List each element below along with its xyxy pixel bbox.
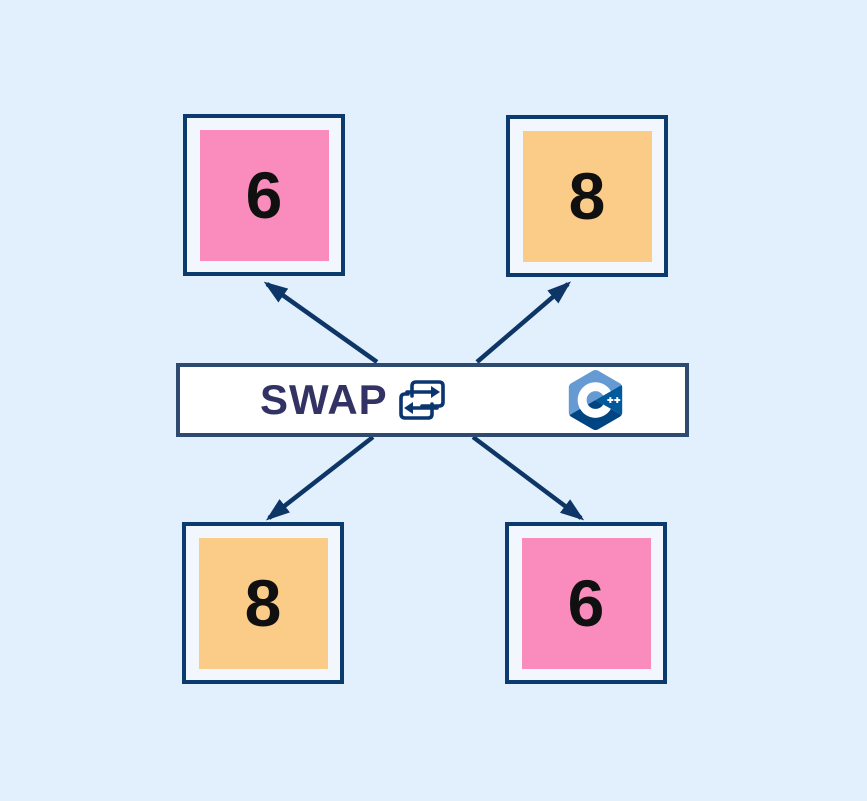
- arrow-to-top-left: [263, 281, 379, 364]
- cpp-logo-icon: [568, 370, 623, 430]
- value-box-bottom-left: 8: [182, 522, 344, 684]
- swap-banner-left: SWAP: [260, 376, 446, 424]
- value-chip-orange: 8: [198, 537, 328, 669]
- value-text: 8: [568, 159, 606, 233]
- value-box-bottom-right: 6: [505, 522, 667, 684]
- swap-banner: SWAP: [176, 363, 689, 437]
- value-box-top-right: 8: [506, 115, 668, 277]
- arrow-to-bottom-right: [471, 435, 585, 521]
- value-box-top-left: 6: [183, 114, 345, 276]
- swap-label: SWAP: [260, 376, 388, 423]
- value-chip-pink: 6: [521, 537, 651, 669]
- value-text: 6: [245, 158, 283, 232]
- swap-icon: [398, 380, 445, 420]
- arrow-to-bottom-left: [265, 435, 375, 521]
- value-text: 6: [567, 566, 605, 640]
- arrow-to-top-right: [475, 281, 572, 364]
- value-chip-orange: 8: [522, 130, 652, 262]
- value-chip-pink: 6: [199, 129, 329, 261]
- value-text: 8: [244, 566, 282, 640]
